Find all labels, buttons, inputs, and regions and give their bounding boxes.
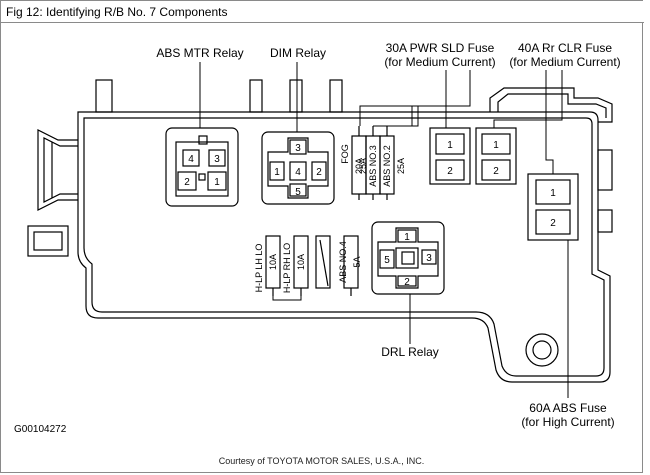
bottom-right-post-inner (532, 340, 552, 360)
drl-pin-1: 1 (404, 232, 410, 243)
pwr-sld-fuse (429, 127, 471, 185)
dim-pin-3: 3 (295, 143, 301, 154)
label-rr-clr-fuse-1: 40A Rr CLR Fuse (518, 41, 612, 55)
fuse-hlp-rh-amp: 10A (296, 254, 306, 270)
abs-60a-fuse (527, 173, 579, 241)
drl-pin-3: 3 (426, 253, 432, 264)
right-tab-2 (597, 209, 613, 233)
dim-pin-1: 1 (274, 167, 280, 178)
dim-pin-4: 4 (295, 167, 301, 178)
top-tab-3 (289, 79, 303, 113)
abs60-pin-1: 1 (550, 188, 556, 199)
leader-lines (199, 62, 569, 398)
housing-outline (77, 111, 611, 383)
abs60-pin-2: 2 (550, 218, 556, 229)
fuse-hlp-lh-name: H-LP LH LO (254, 244, 264, 293)
label-pwr-sld-fuse-1: 30A PWR SLD Fuse (386, 41, 495, 55)
abs-mtr-relay (165, 127, 239, 207)
copyright-footer: Courtesy of TOYOTA MOTOR SALES, U.S.A., … (218, 456, 425, 466)
dim-pin-5: 5 (295, 187, 301, 198)
fuse-fog-amp: 20A (354, 158, 364, 174)
fuse-abs4-amp: 5A (352, 256, 362, 267)
abs-mtr-pin-1: 1 (214, 177, 220, 188)
dim-relay (261, 131, 335, 205)
mini-fuse-group-right (351, 126, 395, 200)
top-tab-1 (95, 79, 113, 113)
bottom-right-post (525, 333, 559, 367)
fuse-abs3-amp: 25A (358, 158, 368, 174)
label-abs-fuse-2: (for High Current) (521, 415, 614, 429)
abs-mtr-pin-4: 4 (188, 154, 194, 165)
fuse-abs4-name: ABS NO.4 (338, 241, 348, 283)
label-abs-mtr-relay: ABS MTR Relay (156, 46, 243, 60)
top-right-bracket-inner (497, 93, 607, 118)
right-tab-1 (597, 149, 613, 191)
rr-clr-fuse (475, 127, 517, 185)
drl-pin-5: 5 (384, 255, 390, 266)
title-bar: Fig 12: Identifying R/B No. 7 Components (1, 1, 644, 23)
left-bracket-inner (43, 137, 78, 203)
abs-mtr-pin-3: 3 (214, 154, 220, 165)
drl-pin-2: 2 (404, 277, 410, 288)
figure-code: G00104272 (14, 424, 67, 435)
drl-relay (371, 221, 445, 295)
figure-title: Fig 12: Identifying R/B No. 7 Components (6, 5, 228, 19)
left-connector (27, 225, 69, 257)
fuse-abs2-amp: 25A (396, 158, 406, 174)
label-rr-clr-fuse-2: (for Medium Current) (509, 55, 620, 69)
fuse-fog-name: FOG (340, 144, 350, 164)
mini-fuse-group-left (265, 235, 359, 296)
rr-clr-pin-1: 1 (493, 140, 499, 151)
label-drl-relay: DRL Relay (381, 345, 439, 359)
housing-inner-outline (83, 117, 605, 377)
pwr-sld-pin-2: 2 (447, 166, 453, 177)
top-tab-4 (329, 79, 343, 113)
pwr-sld-pin-1: 1 (447, 140, 453, 151)
label-pwr-sld-fuse-2: (for Medium Current) (384, 55, 495, 69)
left-bracket (37, 129, 78, 211)
fuse-hlp-lh-amp: 10A (268, 254, 278, 270)
top-tab-2 (249, 79, 263, 113)
fuse-hlp-rh-name: H-LP RH LO (282, 243, 292, 293)
dim-pin-2: 2 (316, 167, 322, 178)
label-abs-fuse-1: 60A ABS Fuse (529, 401, 607, 415)
fuse-abs3-name: ABS NO.3 (368, 145, 378, 187)
label-dim-relay: DIM Relay (270, 46, 326, 60)
left-connector-inner (33, 231, 63, 251)
rr-clr-pin-2: 2 (493, 166, 499, 177)
abs-mtr-pin-2: 2 (184, 177, 190, 188)
top-right-bracket (489, 87, 613, 123)
fuse-abs2-name: ABS NO.2 (382, 145, 392, 187)
